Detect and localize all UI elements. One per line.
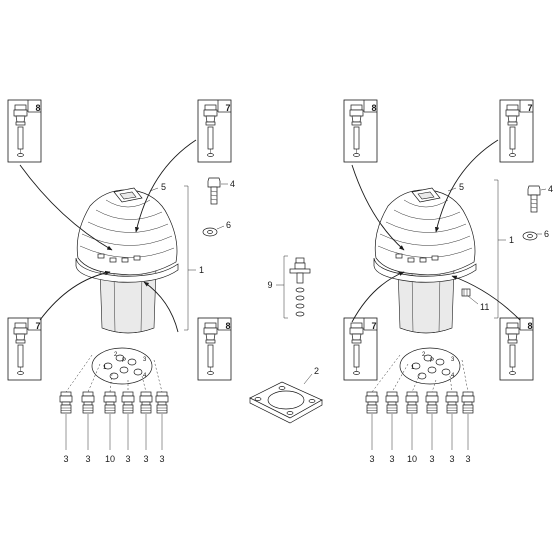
right-joystick-body bbox=[373, 187, 477, 334]
item-11-clip bbox=[461, 288, 471, 297]
left-fitting-label-5: 3 bbox=[143, 454, 148, 464]
label-5-right: 5 bbox=[459, 182, 464, 192]
right-fitting-label-3: 10 bbox=[407, 454, 417, 464]
left-plate-port-3: 3 bbox=[143, 357, 147, 363]
right-plate-port-4: 4 bbox=[451, 373, 455, 379]
label-8-left-top: 8 bbox=[35, 103, 40, 113]
left-fitting-label-2: 3 bbox=[85, 454, 90, 464]
left-plate-port-p: P bbox=[122, 358, 126, 364]
left-fitting-3 bbox=[103, 391, 117, 414]
right-plate-port-p: P bbox=[430, 358, 434, 364]
right-plate-port-1: 1 bbox=[411, 365, 415, 371]
right-assembly: 8 7 7 8 4 6 1 5 11 2 P 3 1 4 bbox=[343, 99, 553, 464]
left-fitting-label-3: 10 bbox=[105, 454, 115, 464]
left-plate-port-4: 4 bbox=[143, 373, 147, 379]
label-5-left: 5 bbox=[161, 182, 166, 192]
left-fitting-4 bbox=[121, 391, 135, 414]
left-fitting-6 bbox=[155, 391, 169, 414]
left-bolt bbox=[207, 177, 221, 205]
arrow-left-tl bbox=[19, 164, 113, 251]
item-9-fitting bbox=[289, 257, 311, 317]
right-fitting-label-1: 3 bbox=[369, 454, 374, 464]
left-assembly: 8 7 7 8 4 6 1 5 2 P 3 1 4 bbox=[7, 99, 235, 464]
left-joystick-body bbox=[75, 187, 179, 334]
right-fitting-4 bbox=[425, 391, 439, 414]
left-fitting-label-4: 3 bbox=[125, 454, 130, 464]
arrow-left-br bbox=[143, 281, 179, 333]
label-7-right-top: 7 bbox=[527, 103, 532, 113]
right-fitting-5 bbox=[445, 391, 459, 414]
label-9: 9 bbox=[267, 280, 272, 290]
left-fitting-5 bbox=[139, 391, 153, 414]
label-6-left: 6 bbox=[226, 220, 231, 230]
right-fitting-label-2: 3 bbox=[389, 454, 394, 464]
right-plate-port-3: 3 bbox=[451, 357, 455, 363]
label-2: 2 bbox=[314, 366, 319, 376]
arrow-left-tr bbox=[134, 139, 197, 233]
right-fitting-label-5: 3 bbox=[449, 454, 454, 464]
center-parts: 9 2 bbox=[249, 255, 323, 424]
left-fitting-label-1: 3 bbox=[63, 454, 68, 464]
label-11: 11 bbox=[480, 302, 489, 312]
left-fitting-label-6: 3 bbox=[159, 454, 164, 464]
label-8-left-bottom: 8 bbox=[225, 321, 230, 331]
label-1-right: 1 bbox=[509, 235, 514, 245]
label-8-right-bottom: 8 bbox=[527, 321, 532, 331]
arrow-right-bl bbox=[351, 271, 405, 323]
right-fitting-2 bbox=[385, 391, 399, 414]
arrow-right-tl bbox=[351, 164, 405, 251]
arrow-left-bl bbox=[39, 270, 111, 321]
right-fitting-label-4: 3 bbox=[429, 454, 434, 464]
label-7-left-top: 7 bbox=[225, 103, 230, 113]
arrow-right-tr bbox=[434, 139, 499, 233]
left-fitting-2 bbox=[81, 391, 95, 414]
label-7-left-bottom: 7 bbox=[35, 321, 40, 331]
right-fitting-3 bbox=[405, 391, 419, 414]
right-fitting-1 bbox=[365, 391, 379, 414]
left-plate-port-2: 2 bbox=[114, 352, 118, 358]
right-plate-port-2: 2 bbox=[422, 352, 426, 358]
right-bolt bbox=[527, 185, 541, 213]
left-plate-port-1: 1 bbox=[103, 365, 107, 371]
label-6-right: 6 bbox=[544, 229, 549, 239]
label-4-right: 4 bbox=[548, 184, 553, 194]
left-fitting-1 bbox=[59, 391, 73, 414]
label-8-right-top: 8 bbox=[371, 103, 376, 113]
arrow-right-br bbox=[451, 275, 521, 321]
right-fitting-label-6: 3 bbox=[465, 454, 470, 464]
label-1-left: 1 bbox=[199, 265, 204, 275]
item-2-gasket bbox=[249, 381, 323, 424]
right-fitting-6 bbox=[461, 391, 475, 414]
label-7-right-bottom: 7 bbox=[371, 321, 376, 331]
label-4-left: 4 bbox=[230, 179, 235, 189]
